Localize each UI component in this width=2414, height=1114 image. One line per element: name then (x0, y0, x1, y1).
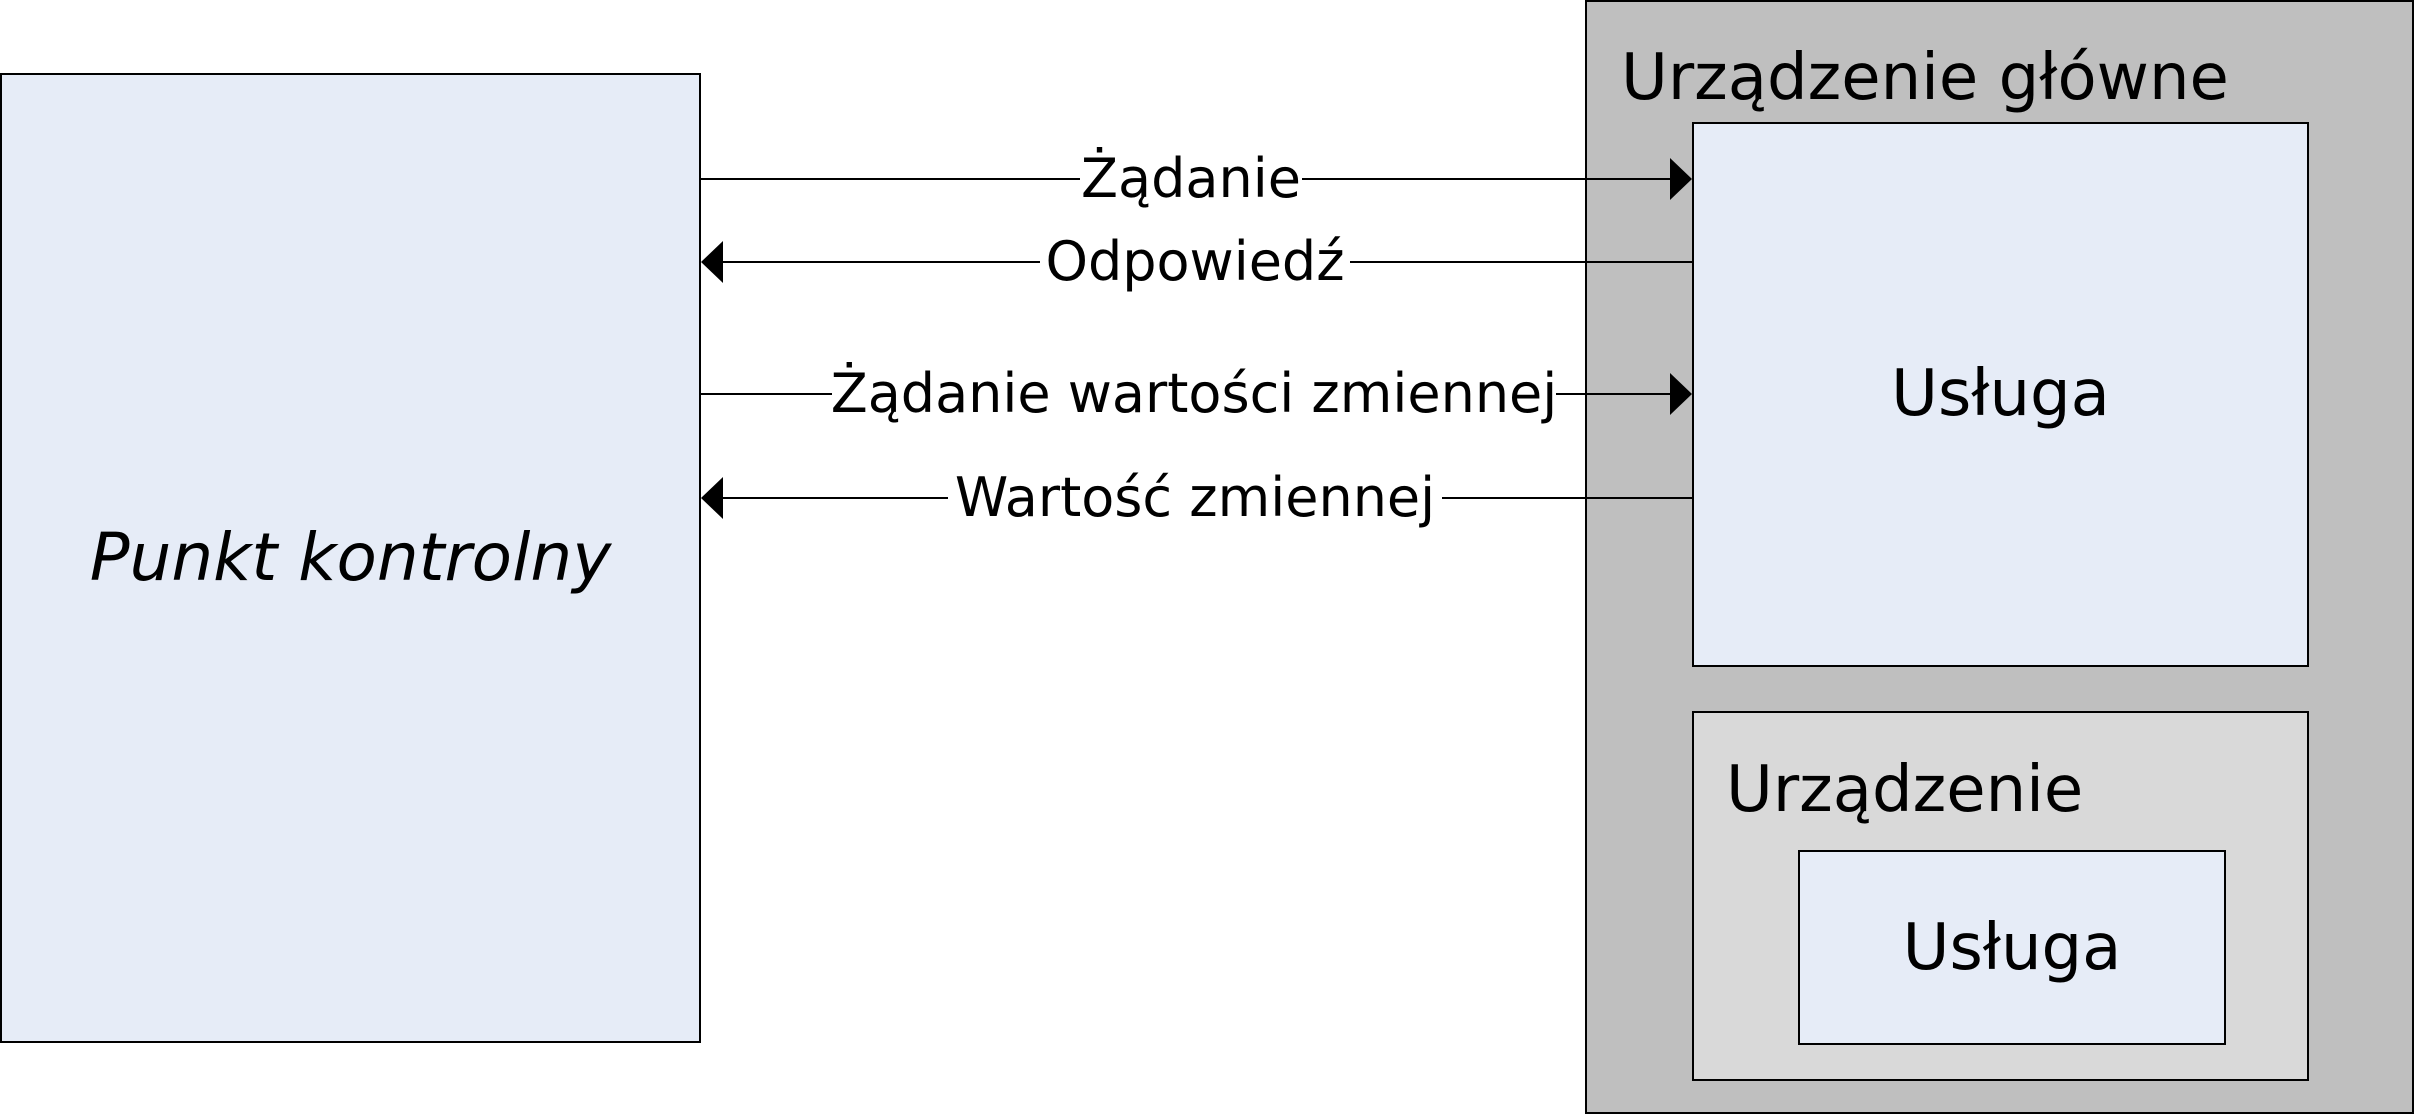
message-variable-request-label-bg (832, 360, 1556, 426)
message-response-label-bg (1040, 228, 1350, 294)
embedded-service-label: Usługa (1902, 911, 2122, 985)
embedded-service-box: Usługa (1798, 850, 2226, 1045)
message-variable-request-arrowhead (1670, 373, 1692, 415)
message-variable-request-label: Żądanie wartości zmiennej (831, 362, 1558, 425)
root-service-box: Usługa (1692, 122, 2309, 667)
control-point-box: Punkt kontrolny (0, 73, 701, 1043)
message-variable-value: Wartość zmiennej (701, 464, 1692, 530)
message-response-label: Odpowiedź (1045, 230, 1344, 293)
control-point-label: Punkt kontrolny (89, 519, 612, 596)
embedded-device-title: Urządzenie (1726, 753, 2084, 827)
message-response-arrowhead (701, 241, 723, 283)
message-request-label-bg (1080, 145, 1302, 211)
message-request-arrowhead (1670, 158, 1692, 200)
message-request: Żądanie (701, 145, 1692, 211)
message-response: Odpowiedź (701, 228, 1692, 294)
message-variable-value-arrowhead (701, 477, 723, 519)
message-variable-request: Żądanie wartości zmiennej (701, 360, 1692, 426)
message-variable-value-label: Wartość zmiennej (955, 466, 1435, 529)
message-variable-value-label-bg (948, 464, 1442, 530)
embedded-device-box: Urządzenie Usługa (1692, 711, 2309, 1081)
root-device-title: Urządzenie główne (1621, 41, 2229, 115)
root-service-label: Usługa (1891, 357, 2110, 431)
message-request-label: Żądanie (1081, 147, 1301, 210)
root-device-box: Urządzenie główne Usługa Urządzenie Usłu… (1585, 0, 2414, 1114)
